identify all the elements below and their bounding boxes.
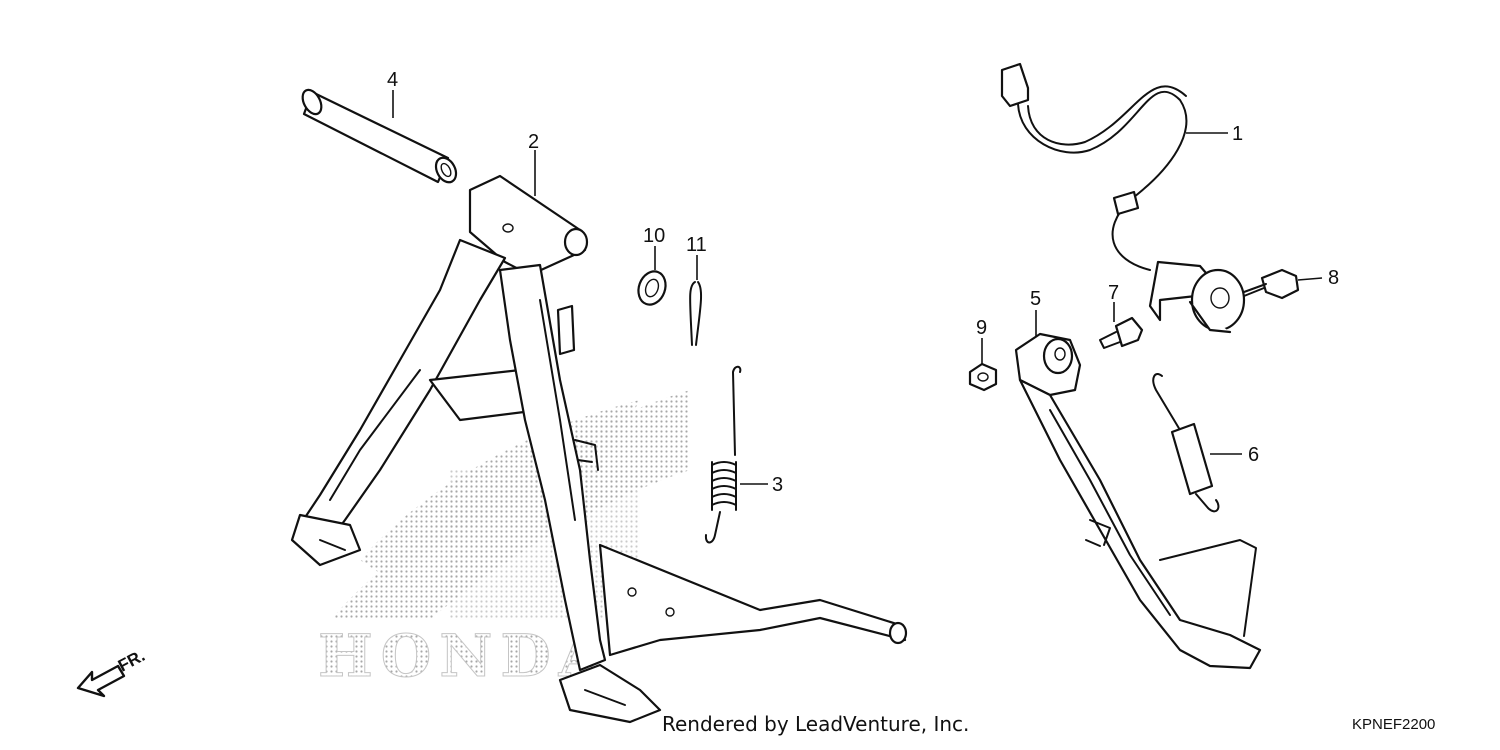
cotter-pin-part[interactable] — [689, 281, 703, 346]
side-stand-spring-part[interactable] — [1152, 372, 1220, 513]
pivot-shaft-part[interactable] — [299, 87, 460, 186]
callout-10: 10 — [643, 225, 665, 247]
callout-4: 4 — [387, 69, 398, 91]
callout-9: 9 — [976, 317, 987, 339]
diagram-code: KPNEF2200 — [1352, 716, 1436, 733]
callout-8: 8 — [1328, 267, 1339, 289]
side-stand-switch-part[interactable] — [1000, 62, 1246, 334]
callout-2: 2 — [528, 131, 539, 153]
callout-labels: 1 2 3 4 5 6 7 8 9 10 11 — [387, 69, 1339, 496]
collar-part[interactable] — [1099, 316, 1144, 349]
render-credit: Rendered by LeadVenture, Inc. — [662, 712, 970, 736]
callout-3: 3 — [772, 474, 783, 496]
nut-part[interactable] — [968, 362, 998, 392]
main-stand-part[interactable] — [290, 174, 908, 724]
callout-1: 1 — [1232, 123, 1243, 145]
callout-5: 5 — [1030, 288, 1041, 310]
side-stand-part[interactable] — [1014, 332, 1262, 670]
leader-lines — [392, 90, 1323, 485]
callout-7: 7 — [1108, 282, 1119, 304]
front-direction-arrow: FR. — [76, 646, 148, 698]
bolt-part[interactable] — [1243, 268, 1300, 300]
callout-11: 11 — [686, 234, 707, 256]
main-stand-spring-part[interactable] — [704, 365, 742, 544]
washer-part[interactable] — [634, 268, 670, 309]
honda-watermark-logo: HONDA — [318, 390, 690, 691]
honda-watermark-text: HONDA — [318, 622, 612, 690]
callout-6: 6 — [1248, 444, 1259, 466]
